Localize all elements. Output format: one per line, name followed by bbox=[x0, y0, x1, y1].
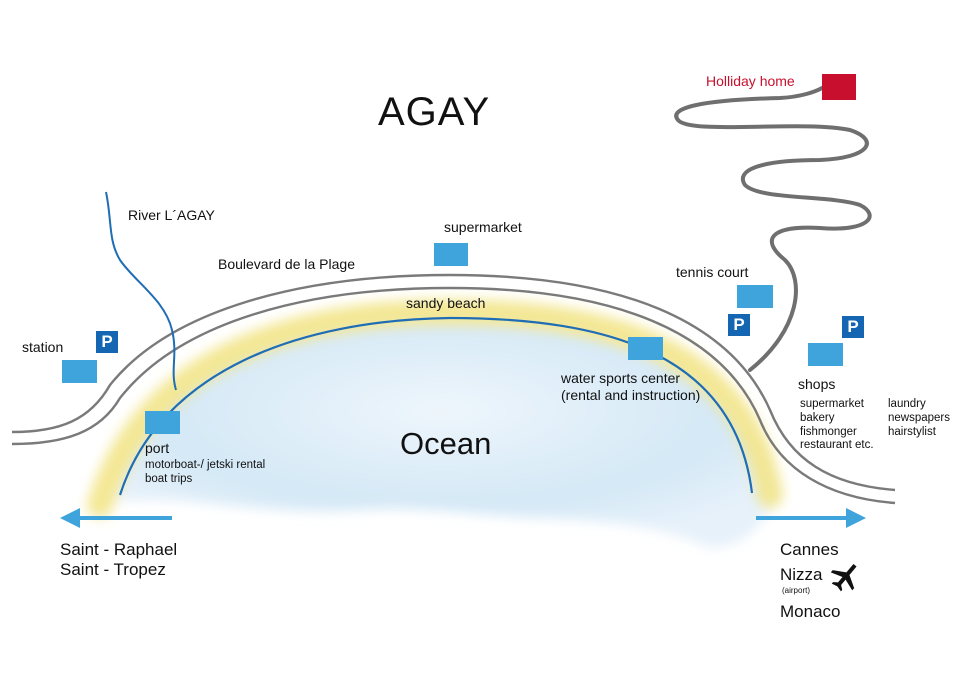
station-marker[interactable] bbox=[62, 360, 97, 383]
sandy-beach-band bbox=[87, 298, 783, 518]
water-sports-label: water sports center (rental and instruct… bbox=[561, 370, 700, 404]
road-to-holiday-home bbox=[674, 86, 872, 372]
destination-monaco: Monaco bbox=[780, 602, 841, 621]
destination-item: Saint - Raphael bbox=[60, 540, 178, 559]
arrow-right-icon bbox=[756, 508, 866, 528]
water-sports-line2: (rental and instruction) bbox=[561, 386, 701, 403]
boulevard-label: Boulevard de la Plage bbox=[218, 256, 355, 272]
airport-note: (airport) bbox=[782, 586, 811, 595]
tennis-court-label: tennis court bbox=[676, 264, 749, 280]
holiday-home-marker[interactable] bbox=[822, 74, 856, 100]
airplane-icon bbox=[830, 563, 857, 592]
supermarket-label: supermarket bbox=[444, 219, 522, 235]
port-detail-line: boat trips bbox=[145, 472, 193, 485]
port-detail-line: motorboat-/ jetski rental bbox=[145, 459, 266, 471]
shops-list-col1: supermarket bakery fishmonger restaurant… bbox=[800, 398, 874, 453]
destination-cannes: Cannes bbox=[780, 540, 839, 559]
boulevard-outer bbox=[11, 273, 896, 492]
list-item: bakery bbox=[800, 411, 835, 424]
sandy-beach-label: sandy beach bbox=[406, 295, 486, 311]
parking-icon[interactable]: P bbox=[728, 314, 750, 336]
supermarket-marker[interactable] bbox=[434, 243, 468, 266]
page-title: AGAY bbox=[378, 90, 491, 134]
holiday-home-label: Holliday home bbox=[706, 73, 795, 89]
list-item: fishmonger bbox=[800, 425, 857, 438]
list-item: hairstylist bbox=[888, 425, 936, 438]
shops-marker[interactable] bbox=[808, 343, 843, 366]
destination-nizza: Nizza bbox=[780, 565, 823, 584]
river-label: River L´AGAY bbox=[128, 207, 215, 223]
water-sports-line1: water sports center bbox=[561, 370, 681, 386]
list-item: restaurant etc. bbox=[800, 439, 874, 452]
list-item: newspapers bbox=[888, 411, 951, 424]
shoreline bbox=[118, 316, 754, 496]
ocean-area bbox=[110, 318, 775, 548]
port-marker[interactable] bbox=[145, 411, 180, 434]
boulevard-inner bbox=[11, 286, 896, 505]
parking-icon[interactable]: P bbox=[96, 331, 118, 353]
list-item: laundry bbox=[888, 398, 926, 410]
station-label: station bbox=[22, 339, 64, 355]
port-label: port bbox=[145, 440, 170, 456]
shops-list-col2: laundry newspapers hairstylist bbox=[888, 398, 950, 439]
list-item: supermarket bbox=[800, 398, 864, 410]
destination-item: Saint - Tropez bbox=[60, 560, 166, 580]
west-destinations: Saint - Raphael Saint - Tropez bbox=[60, 540, 177, 581]
shops-label: shops bbox=[798, 376, 836, 392]
arrow-left-icon bbox=[60, 508, 172, 528]
water-sports-marker[interactable] bbox=[628, 337, 663, 360]
tennis-court-marker[interactable] bbox=[737, 285, 773, 308]
river-agay bbox=[105, 191, 177, 391]
ocean-label: Ocean bbox=[400, 426, 492, 461]
port-details: motorboat-/ jetski rental boat trips bbox=[145, 459, 265, 487]
parking-icon[interactable]: P bbox=[842, 316, 864, 338]
